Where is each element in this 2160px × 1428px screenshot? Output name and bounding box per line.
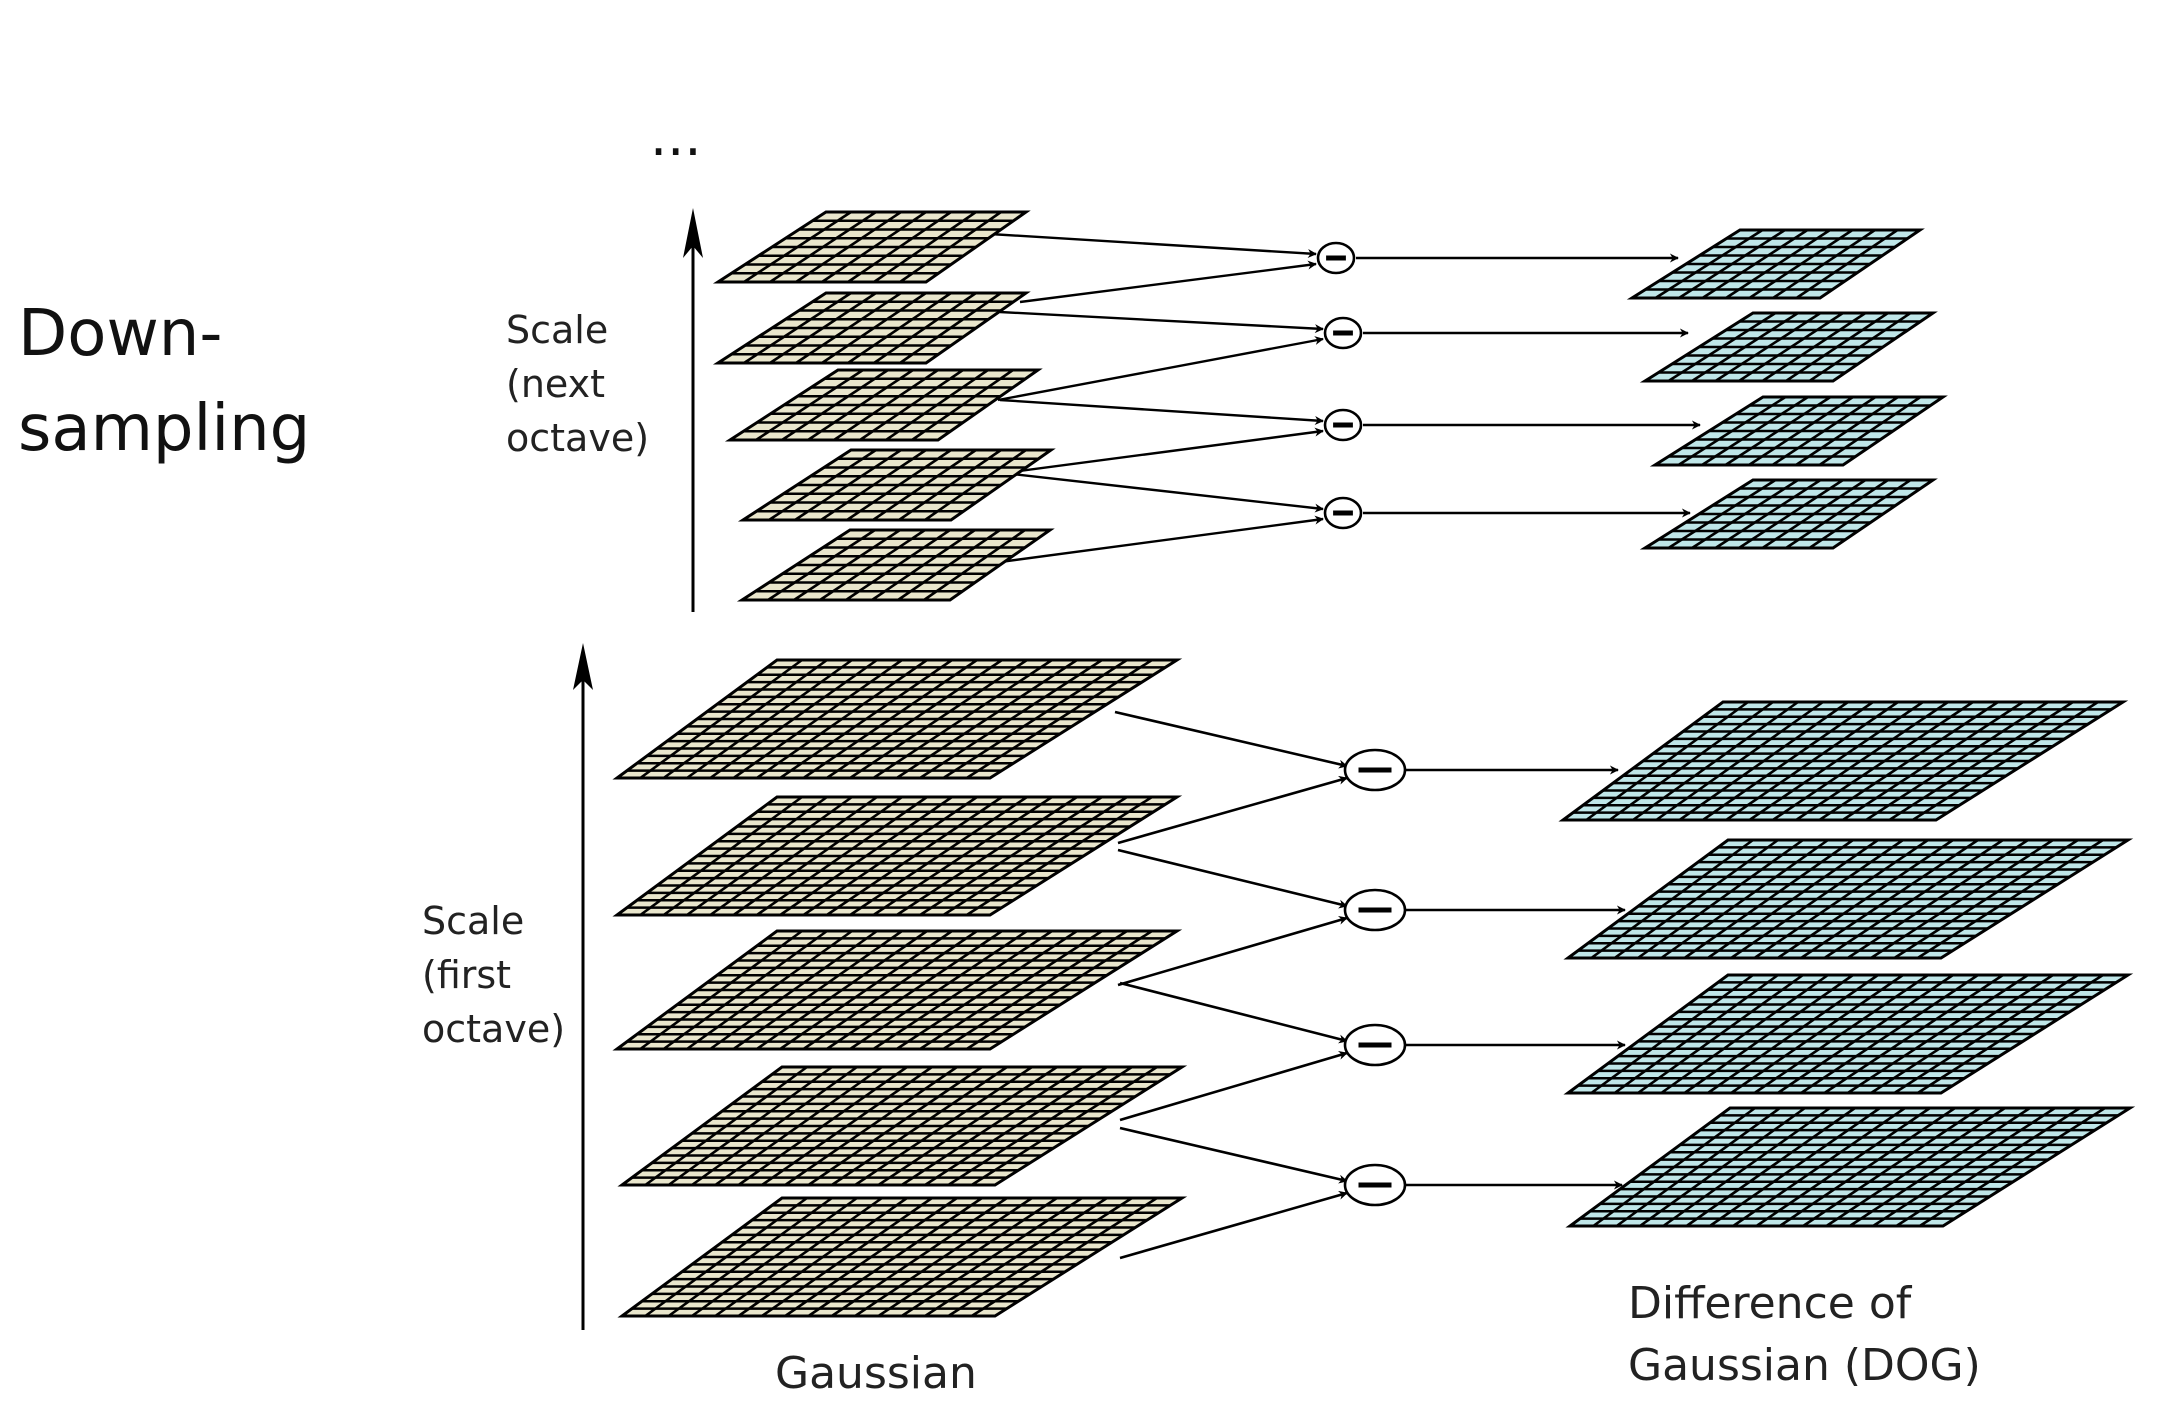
difference-operators (1316, 241, 1407, 1207)
first-dog-level-3 (1563, 973, 2134, 1095)
first-arrow-in-lower-1 (1117, 775, 1348, 845)
first-gaussian-level-3 (612, 929, 1183, 1051)
first-gaussian-level-1 (612, 658, 1183, 780)
next-minus-operator-4 (1323, 496, 1363, 530)
first-octave-label-line1: Scale (422, 899, 524, 943)
next-dog-level-3 (1649, 395, 1948, 467)
next-gaussian-level-2 (712, 291, 1031, 365)
first-gaussian-level-4 (617, 1065, 1188, 1187)
first-octave-scale-axis (573, 643, 593, 1330)
ellipsis: ... (650, 105, 702, 168)
next-arrow-in-upper-4 (1011, 472, 1324, 513)
connector-arrows (989, 232, 1701, 1260)
next-octave-label-line3: octave) (506, 416, 649, 460)
first-arrow-in-lower-4 (1119, 1190, 1348, 1260)
next-arrow-in-upper-3 (999, 398, 1324, 425)
next-octave-scale-axis (683, 208, 703, 612)
first-octave-label-line3: octave) (422, 1007, 565, 1051)
next-dog-level-4 (1639, 478, 1938, 550)
first-arrow-in-upper-4 (1119, 1126, 1348, 1184)
next-minus-operator-3 (1323, 408, 1363, 442)
first-octave-label-line2: (first (422, 953, 511, 997)
next-minus-operator-2 (1323, 316, 1363, 350)
next-octave-gaussian-stack (712, 210, 1056, 602)
first-arrow-in-lower-3 (1119, 1050, 1348, 1122)
dog-caption-line1: Difference of (1628, 1278, 1913, 1329)
first-octave-gaussian-stack (612, 658, 1188, 1318)
first-arrow-in-lower-2 (1117, 915, 1348, 987)
first-gaussian-level-2 (612, 795, 1183, 917)
next-arrow-in-upper-2 (999, 310, 1324, 334)
gaussian-caption: Gaussian (775, 1348, 977, 1399)
first-arrow-in-upper-1 (1114, 710, 1348, 769)
next-gaussian-level-5 (736, 528, 1055, 602)
first-dog-level-2 (1563, 838, 2134, 960)
next-minus-operator-1 (1316, 241, 1356, 275)
first-gaussian-level-5 (617, 1196, 1188, 1318)
next-octave-label-line1: Scale (506, 308, 608, 352)
dog-caption-line2: Gaussian (DOG) (1628, 1340, 1981, 1391)
next-gaussian-level-3 (724, 368, 1043, 442)
side-label-line1: Down- (18, 297, 222, 371)
next-arrow-in-lower-4 (999, 515, 1324, 564)
next-octave-label-line2: (next (506, 362, 605, 406)
side-label-line2: sampling (18, 392, 310, 466)
next-arrow-in-lower-1 (1019, 260, 1317, 304)
first-dog-level-1 (1558, 700, 2129, 822)
first-octave-dog-stack (1558, 700, 2136, 1228)
first-arrow-in-upper-2 (1117, 848, 1348, 909)
first-minus-operator-4 (1343, 1163, 1407, 1207)
next-gaussian-level-1 (712, 210, 1031, 284)
next-arrow-in-upper-1 (989, 232, 1317, 258)
next-octave-dog-stack (1626, 228, 1948, 550)
next-arrow-in-lower-3 (1011, 427, 1324, 474)
next-gaussian-level-4 (737, 448, 1056, 522)
first-minus-operator-1 (1343, 748, 1407, 792)
next-arrow-in-lower-2 (997, 336, 1324, 402)
first-minus-operator-2 (1343, 888, 1407, 932)
first-minus-operator-3 (1343, 1023, 1407, 1067)
first-dog-level-4 (1565, 1106, 2136, 1228)
next-dog-level-1 (1626, 228, 1925, 300)
next-dog-level-2 (1639, 311, 1938, 383)
first-arrow-in-upper-3 (1119, 981, 1348, 1044)
